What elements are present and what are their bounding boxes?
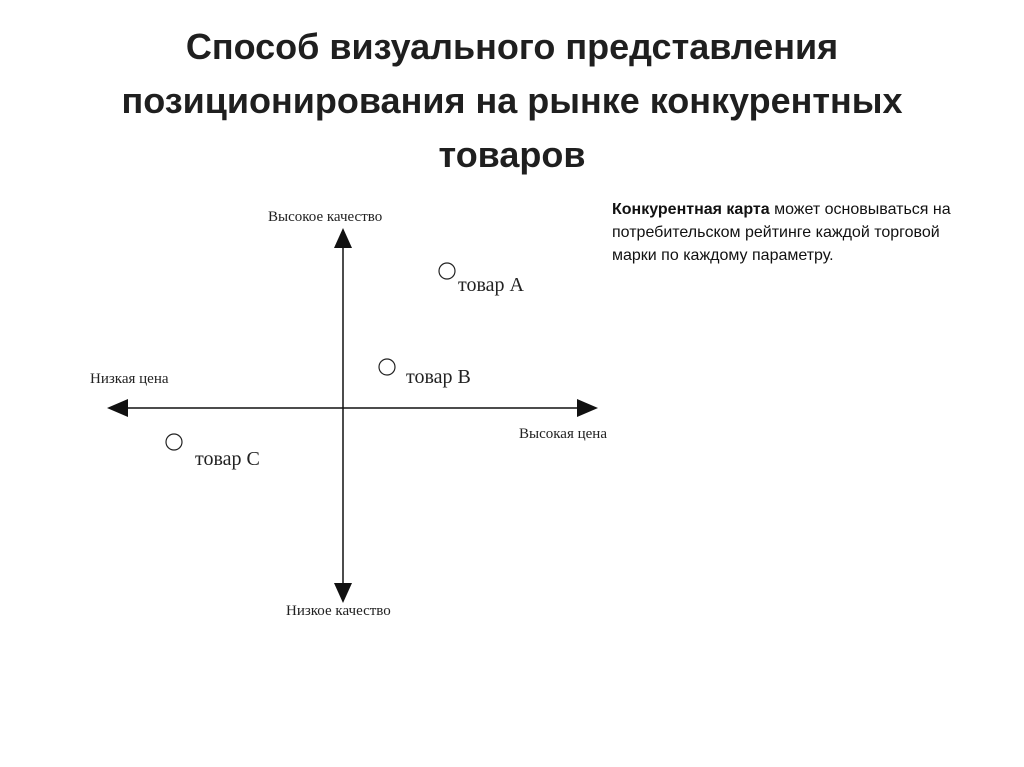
product-c-marker: [165, 433, 183, 451]
axis-label-low-quality: Низкое качество: [286, 603, 391, 619]
arrow-left-icon: [107, 399, 128, 417]
axis-label-low-price: Низкая цена: [90, 371, 169, 387]
product-b-label: товар В: [406, 366, 471, 388]
explanatory-note: Конкурентная карта может основываться на…: [612, 198, 952, 267]
axis-label-high-price: Высокая цена: [519, 426, 607, 442]
arrow-up-icon: [334, 228, 352, 248]
title-line-1: Способ визуального представления: [185, 26, 839, 67]
page-title: Способ визуального представления позицио…: [40, 20, 984, 182]
arrow-down-icon: [334, 583, 352, 603]
note-term: Конкурентная карта: [612, 201, 770, 218]
product-b-marker: [378, 358, 396, 376]
title-line-2: позиционирования на рынке конкурентных: [121, 80, 903, 121]
note-text: может основываться на потребительском ре…: [612, 201, 951, 264]
product-a-label: товар А: [458, 274, 525, 296]
title-line-3: товаров: [438, 134, 586, 175]
axis-label-high-quality: Высокое качество: [268, 209, 382, 225]
product-c-label: товар С: [195, 448, 260, 470]
product-a-marker: [438, 262, 456, 280]
arrow-right-icon: [577, 399, 598, 417]
